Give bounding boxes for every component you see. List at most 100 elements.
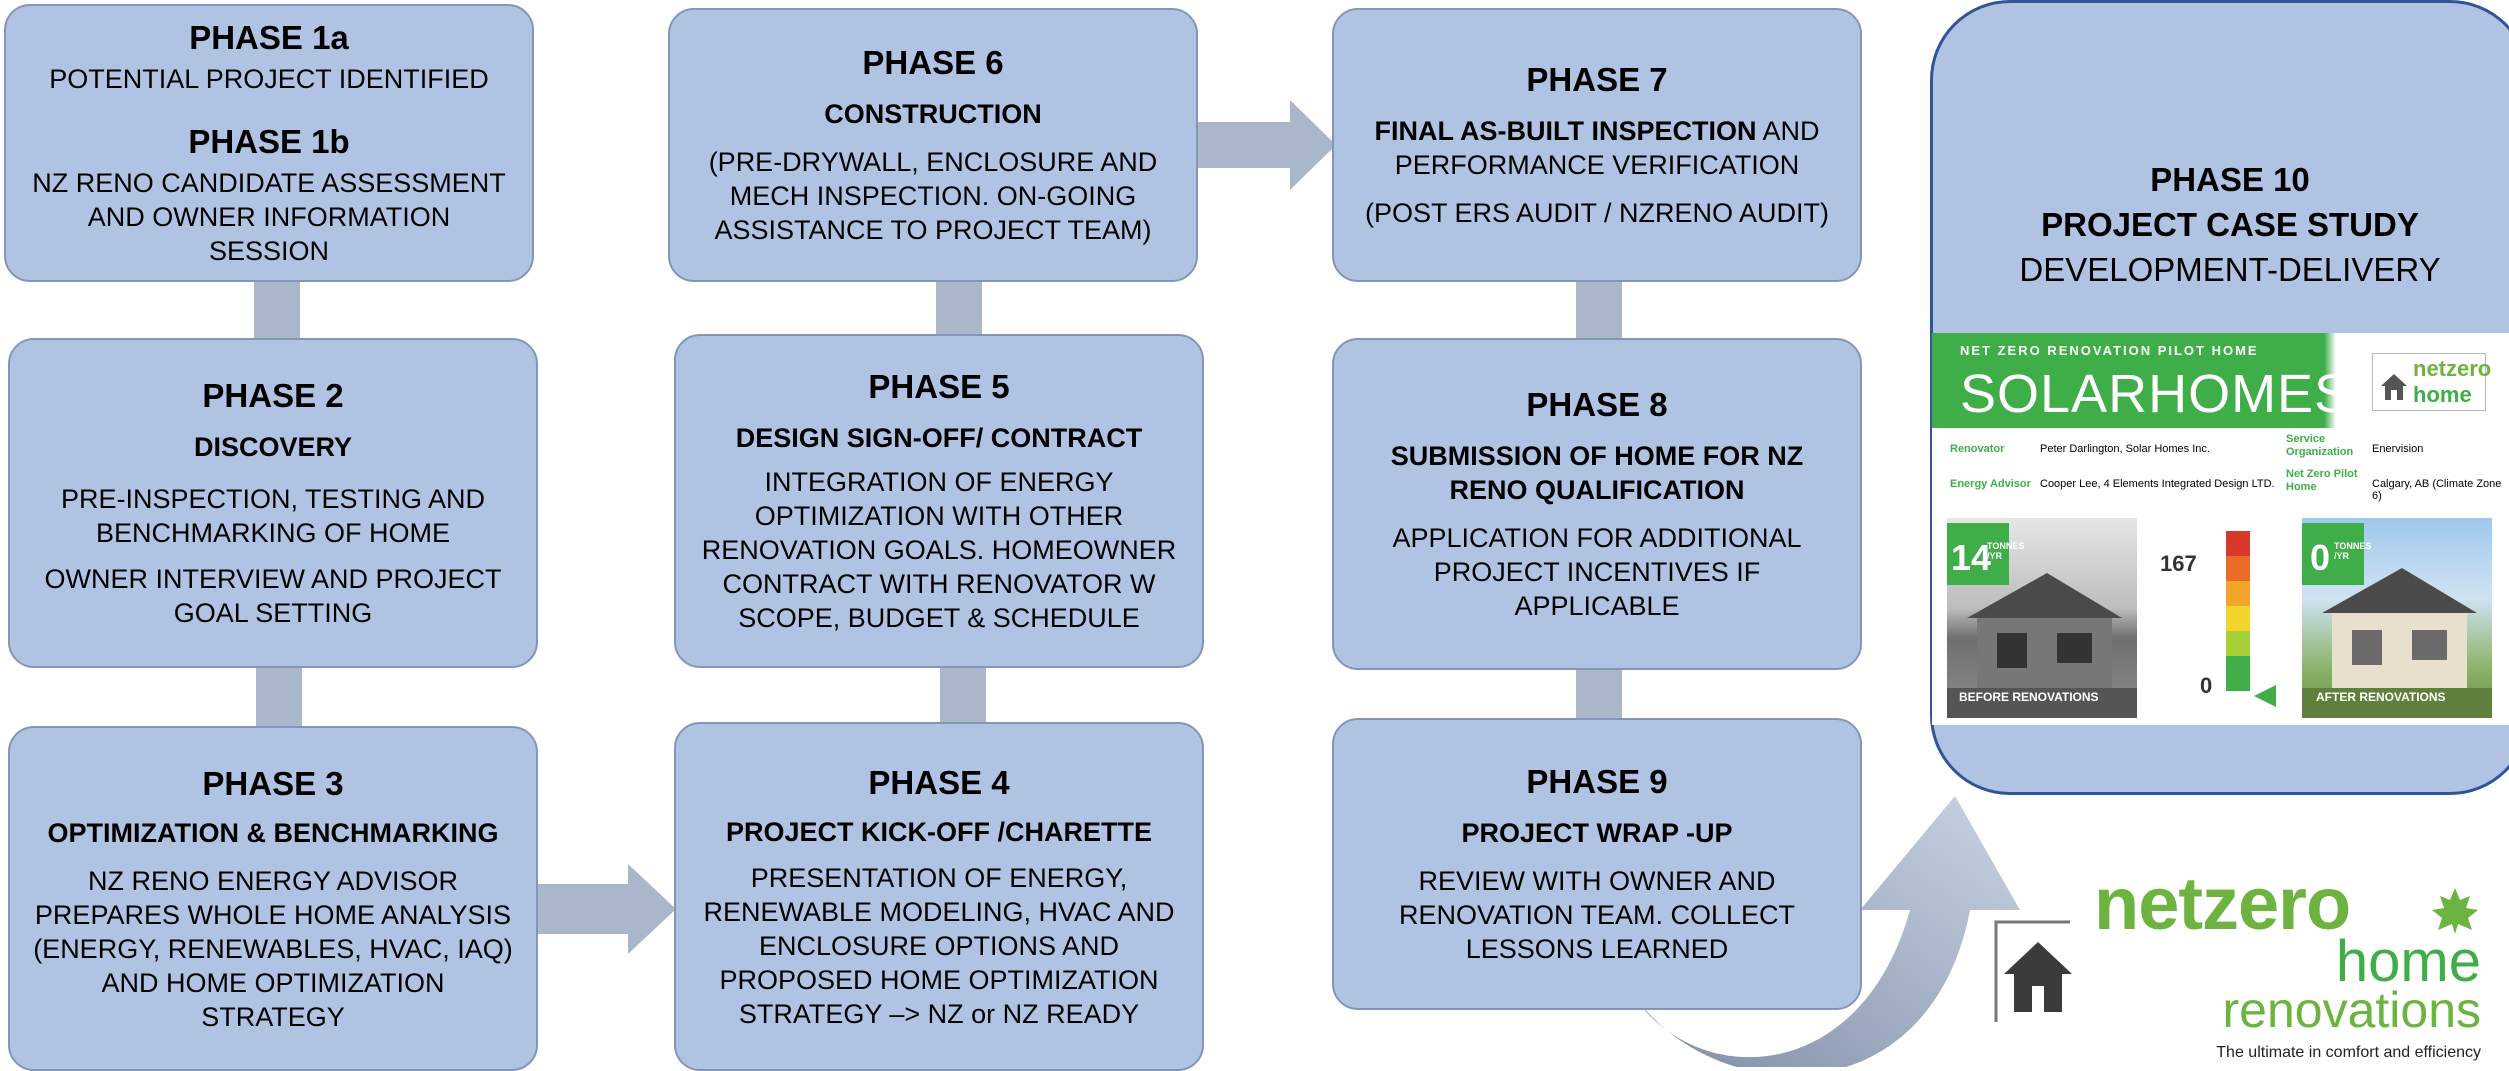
pilot-value: Calgary, AB (Climate Zone 6) [2372, 478, 2502, 502]
case-study-program: NET ZERO RENOVATION PILOT HOME [1960, 343, 2259, 358]
renovator-value: Peter Darlington, Solar Homes Inc. [2040, 443, 2210, 455]
phase-7-box: PHASE 7 FINAL AS-BUILT INSPECTION AND PE… [1332, 8, 1862, 282]
after-photo: 0 TONNES /YR AFTER RENOVATIONS [2302, 518, 2492, 718]
phase-9-title: PHASE 9 [1526, 763, 1668, 800]
phase-2-desc-line3: OWNER INTERVIEW AND PROJECT [44, 564, 502, 594]
renovator-label: Renovator [1950, 443, 2005, 455]
phase-6-desc-line1: (PRE-DRYWALL, ENCLOSURE AND [708, 147, 1158, 177]
phase-9-desc-line1: REVIEW WITH OWNER AND [1418, 866, 1776, 896]
service-value: Enervision [2372, 443, 2424, 455]
phase-2-box: PHASE 2 DISCOVERY PRE-INSPECTION, TESTIN… [8, 338, 538, 668]
phase-9-subtitle: PROJECT WRAP -UP [1461, 818, 1733, 848]
phase-5-desc-line1: INTEGRATION OF ENERGY [764, 467, 1114, 497]
before-emissions-badge: 14 TONNES /YR [1947, 523, 2025, 585]
phase-2-desc-line4: GOAL SETTING [173, 598, 373, 628]
phase-6-desc-line3: ASSISTANCE TO PROJECT TEAM) [714, 215, 1152, 245]
phase-1b-desc-line1: NZ RENO CANDIDATE ASSESSMENT [32, 168, 506, 198]
pilot-label: Net Zero Pilot Home [2286, 468, 2358, 493]
phase-3-subtitle: OPTIMIZATION & BENCHMARKING [47, 817, 499, 848]
phase-6-box: PHASE 6 CONSTRUCTION (PRE-DRYWALL, ENCLO… [668, 8, 1198, 282]
logo-line-renovations: renovations [2222, 982, 2482, 1038]
phase-8-box: PHASE 8 SUBMISSION OF HOME FOR NZ RENO Q… [1332, 338, 1862, 670]
logo-tagline: The ultimate in comfort and efficiency [2216, 1044, 2481, 1061]
phase-8-subtitle-line1: SUBMISSION OF HOME FOR NZ [1390, 441, 1804, 471]
case-study-logo-text-2: home [2413, 382, 2472, 407]
before-photo: 14 TONNES /YR BEFORE RENOVATIONS [1947, 518, 2137, 718]
after-label: AFTER RENOVATIONS [2316, 690, 2446, 704]
phase-7-subtitle-bold: FINAL AS-BUILT INSPECTION [1374, 116, 1757, 146]
connector-p6-p5 [936, 280, 982, 336]
phase-4-box: PHASE 4 PROJECT KICK-OFF /CHARETTE PRESE… [674, 722, 1204, 1071]
phase-5-desc-line4: CONTRACT WITH RENOVATOR W [722, 569, 1156, 599]
phase-7-subtitle-rest: AND [1756, 116, 1820, 146]
phase-5-subtitle: DESIGN SIGN-OFF/ CONTRACT [735, 423, 1143, 453]
phase-10-subtitle: PROJECT CASE STUDY [2041, 206, 2419, 243]
advisor-label: Energy Advisor [1950, 478, 2031, 490]
phase-4-desc-line5: STRATEGY –> NZ or NZ READY [738, 998, 1140, 1029]
phase-7-title: PHASE 7 [1526, 61, 1668, 98]
phase-3-desc-line1: NZ RENO ENERGY ADVISOR [87, 865, 459, 896]
phase-8-subtitle-line2: RENO QUALIFICATION [1449, 475, 1745, 505]
phase-3-title: PHASE 3 [202, 764, 344, 802]
connector-p1-p2 [254, 280, 300, 342]
curved-arrow-p9-to-p10 [1630, 796, 2020, 1067]
phase-1a-title: PHASE 1a [189, 19, 349, 56]
phase-2-desc-line2: BENCHMARKING OF HOME [95, 518, 451, 548]
after-emissions-badge: 0 TONNES /YR [2302, 523, 2372, 585]
phase-2-subtitle: DISCOVERY [193, 432, 353, 462]
phase-10-title: PHASE 10 [2150, 161, 2310, 198]
phase-4-desc-line3: ENCLOSURE OPTIONS AND [758, 930, 1120, 961]
house-before-image [1947, 573, 2137, 718]
arrow-p6-to-p7 [1198, 100, 1336, 190]
meter-bottom-value: 0 [2200, 673, 2213, 698]
phase-4-desc-line4: PROPOSED HOME OPTIMIZATION [719, 964, 1159, 995]
phase-4-desc-line1: PRESENTATION OF ENERGY, [750, 862, 1128, 893]
phase-10-desc: DEVELOPMENT-DELIVERY [2019, 251, 2441, 288]
phase-8-title: PHASE 8 [1526, 386, 1668, 423]
phase-2-title: PHASE 2 [202, 377, 344, 414]
phase-8-desc-line2: PROJECT INCENTIVES IF APPLICABLE [1433, 557, 1761, 621]
service-label: Service Organization [2286, 433, 2354, 458]
phase-7-desc-line2: (POST ERS AUDIT / NZRENO AUDIT) [1364, 198, 1830, 228]
meter-top-value: 167 [2160, 551, 2197, 576]
connector-p8-p9 [1576, 668, 1622, 720]
maple-house-icon [2381, 374, 2407, 400]
netzero-home-renovations-logo: netzero home renovations The ultimate in… [1990, 864, 2509, 1067]
logo-line-netzero: netzero [2094, 862, 2351, 945]
after-emissions-unit: TONNES /YR [2334, 541, 2372, 561]
phase-8-desc-line1: APPLICATION FOR ADDITIONAL [1392, 523, 1802, 553]
phase-3-desc-line2: PREPARES WHOLE HOME ANALYSIS [34, 899, 512, 930]
meter-pointer-icon [2254, 685, 2276, 707]
connector-p7-p8 [1576, 280, 1622, 338]
case-study-brand-name: SOLARHOMES [1960, 364, 2352, 424]
meter-bar-icon [2226, 531, 2250, 691]
phase-6-title: PHASE 6 [862, 44, 1004, 81]
phase-4-title: PHASE 4 [868, 763, 1010, 801]
house-after-image [2302, 568, 2492, 718]
logo-line-home: home [2335, 929, 2481, 994]
before-emissions-value: 14 [1951, 537, 1992, 578]
before-emissions-unit: TONNES /YR [1987, 541, 2025, 561]
maple-leaf-icon [2432, 888, 2478, 934]
phase-9-box: PHASE 9 PROJECT WRAP -UP REVIEW WITH OWN… [1332, 718, 1862, 1010]
phase-5-title: PHASE 5 [868, 368, 1010, 405]
phase-2-desc-line1: PRE-INSPECTION, TESTING AND [60, 484, 486, 514]
phase-5-desc-line5: SCOPE, BUDGET & SCHEDULE [738, 603, 1140, 633]
phase-1b-title: PHASE 1b [188, 123, 350, 160]
phase-1a-desc: POTENTIAL PROJECT IDENTIFIED [49, 64, 489, 94]
phase-6-desc-line2: MECH INSPECTION. ON-GOING [729, 181, 1137, 211]
energy-meter: 167 0 [2160, 523, 2280, 723]
case-study-thumbnail: NET ZERO RENOVATION PILOT HOME SOLARHOME… [1932, 333, 2509, 725]
phase-5-box: PHASE 5 DESIGN SIGN-OFF/ CONTRACT INTEGR… [674, 334, 1204, 668]
phase-6-subtitle: CONSTRUCTION [824, 99, 1042, 129]
phase-1b-desc-line2: AND OWNER INFORMATION SESSION [87, 202, 451, 266]
phase-3-box: PHASE 3 OPTIMIZATION & BENCHMARKING NZ R… [8, 726, 538, 1071]
phase-5-desc-line2: OPTIMIZATION WITH OTHER [754, 501, 1124, 531]
case-study-brand: SOLARHOMESINC [1960, 363, 2392, 425]
phase-3-desc-line3: (ENERGY, RENEWABLES, HVAC, IAQ) [33, 933, 513, 964]
phase-9-desc-line2: RENOVATION TEAM. COLLECT [1398, 900, 1796, 930]
phase-1-box: PHASE 1a POTENTIAL PROJECT IDENTIFIED PH… [4, 4, 534, 282]
arrow-p3-to-p4 [538, 864, 676, 954]
